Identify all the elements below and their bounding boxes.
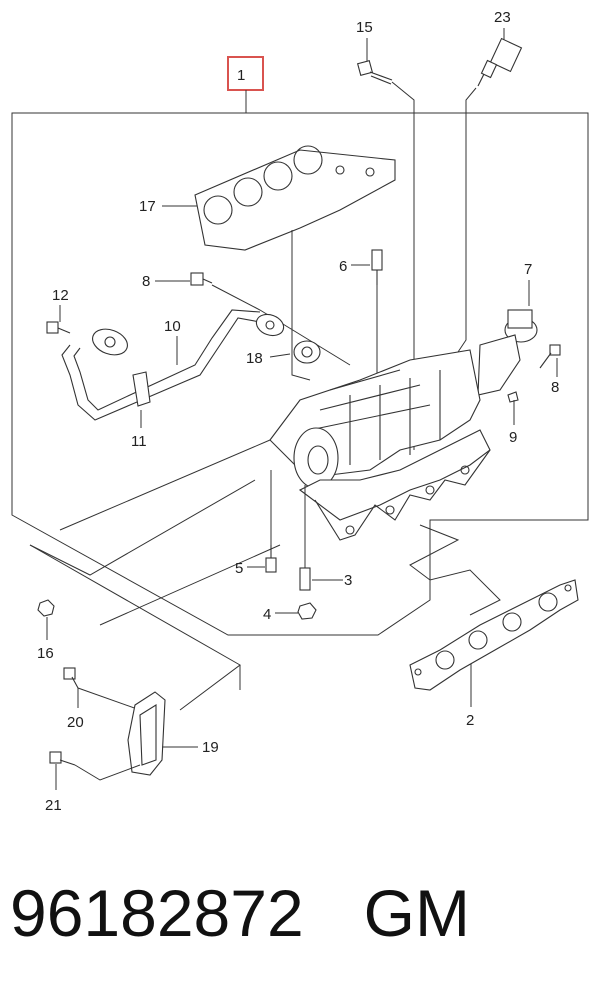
stud-3-icon [299, 567, 311, 591]
bracket-19-icon [127, 691, 166, 776]
callout-5: 5 [235, 560, 243, 577]
callout-18: 18 [246, 350, 263, 367]
brand-name: GM [363, 876, 470, 950]
exhaust-manifold-icon [269, 349, 491, 541]
callout-1: 1 [237, 67, 245, 84]
projection-guides [29, 439, 501, 626]
callout-11: 11 [131, 433, 147, 450]
callout-21: 21 [45, 797, 62, 814]
callout-12: 12 [52, 287, 69, 304]
part-caption: 96182872 GM [10, 868, 590, 958]
clip-9-icon [507, 391, 519, 403]
callout-10: 10 [164, 318, 181, 335]
callout-6: 6 [339, 258, 347, 275]
callout-16: 16 [37, 645, 54, 662]
callout-7: 7 [524, 261, 532, 278]
callout-15: 15 [356, 19, 373, 36]
nut-4-icon [297, 602, 317, 620]
callout-19: 19 [202, 739, 219, 756]
nut-16-icon [37, 599, 55, 617]
callout-8-upper: 8 [142, 273, 150, 290]
gasket-18-icon [293, 340, 321, 364]
stud-6-icon [371, 249, 383, 285]
callout-8-right: 8 [551, 379, 559, 396]
gasket-17-icon [194, 145, 396, 251]
actuator-7-icon [477, 309, 538, 396]
gasket-2-icon [409, 579, 579, 691]
callout-3: 3 [344, 572, 352, 589]
sensor-23-icon [477, 37, 523, 87]
callout-17: 17 [139, 198, 156, 215]
bolt-15-icon [356, 59, 393, 85]
assembly-outline [11, 112, 589, 636]
callout-2: 2 [466, 712, 474, 729]
callout-box-1-highlight[interactable] [227, 56, 264, 91]
bolt-8-upper-icon [190, 272, 213, 286]
callout-23: 23 [494, 9, 511, 26]
bolt-21-icon [49, 751, 76, 766]
part-number: 96182872 [10, 876, 304, 950]
bolt-8-right-icon [539, 344, 561, 369]
bolt-20-icon [63, 667, 79, 689]
stud-5-icon [265, 545, 277, 573]
bracket-11-icon [132, 371, 151, 407]
bolt-12-icon [46, 321, 71, 334]
callout-20: 20 [67, 714, 84, 731]
egr-tube-10-icon [61, 309, 285, 421]
callout-9: 9 [509, 429, 517, 446]
exploded-parts-diagram: 1 15 23 17 6 8 7 [11, 9, 589, 814]
callout-4: 4 [263, 606, 271, 623]
